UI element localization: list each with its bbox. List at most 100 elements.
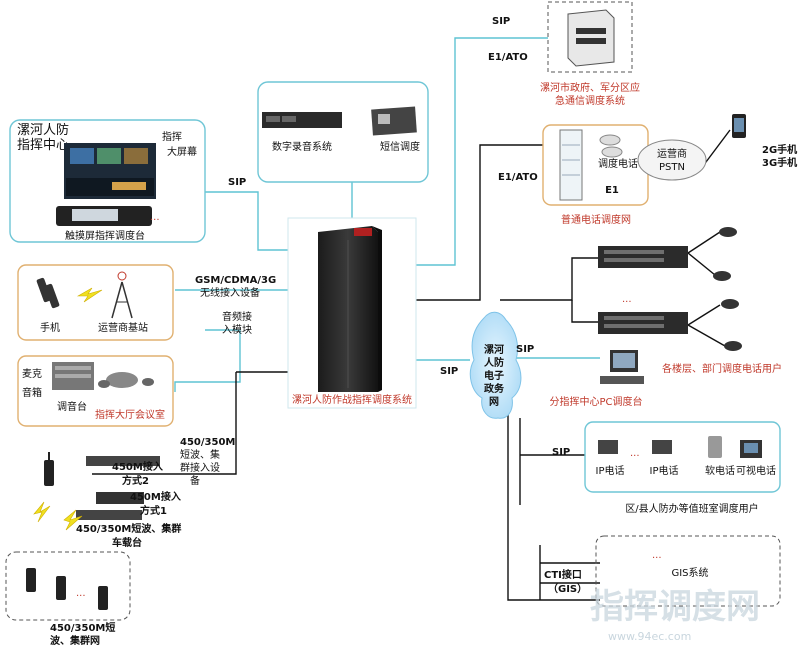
carrier-label-2: PSTN bbox=[659, 162, 685, 173]
base-station-icon bbox=[111, 271, 133, 319]
touch-console-icon bbox=[56, 206, 152, 226]
ip-phone-icon-2 bbox=[652, 440, 672, 454]
floor-phone-icons bbox=[713, 227, 742, 351]
sip-top-label: SIP bbox=[492, 16, 510, 27]
radio-unit-mode2 bbox=[86, 456, 160, 466]
video-phone-icon bbox=[740, 440, 762, 458]
sip-left-label: SIP bbox=[228, 177, 246, 188]
dispatch-phone-label: 调度电话 bbox=[598, 157, 638, 170]
soft-phone-label: 软电话 bbox=[705, 464, 735, 477]
video-phone-label: 可视电话 bbox=[736, 464, 776, 477]
switch-unit-top bbox=[598, 246, 688, 268]
cti-label-1: CTI接口 bbox=[544, 568, 582, 581]
big-screen-label-2: 大屏幕 bbox=[167, 145, 197, 158]
gsm-label-1: GSM/CDMA/3G bbox=[195, 275, 276, 286]
phone-label: 手机 bbox=[40, 321, 60, 334]
server-icon bbox=[567, 9, 615, 67]
egov-label-4: 政务 bbox=[484, 382, 505, 395]
handheld-radio-icon bbox=[44, 452, 54, 486]
e1ato-mid-label: E1/ATO bbox=[498, 172, 538, 183]
command-center-dots: ... bbox=[150, 212, 160, 223]
gis-box bbox=[595, 535, 781, 607]
command-center-title-1: 漯河人防 bbox=[17, 122, 69, 138]
egov-label-3: 电子 bbox=[484, 369, 504, 382]
pstn-e1-label: E1 bbox=[605, 185, 619, 196]
radio-access-label-4: 备 bbox=[190, 474, 200, 487]
recorder-sms-box bbox=[257, 81, 429, 183]
speaker-label: 音箱 bbox=[22, 386, 42, 399]
radio-access-label-2: 短波、集 bbox=[180, 448, 220, 461]
smartphone-icon bbox=[732, 114, 746, 138]
gov-system-box bbox=[547, 1, 633, 73]
radio-access-label-1: 450/350M bbox=[180, 437, 235, 448]
pstn-network-label: 普通电话调度网 bbox=[561, 213, 631, 226]
lightning-icon bbox=[76, 287, 103, 303]
desk-phone-icon bbox=[599, 134, 623, 158]
soft-phone-icon bbox=[708, 436, 722, 458]
mic-label: 麦克 bbox=[22, 368, 42, 380]
pc-dispatch-label: 分指挥中心PC调度台 bbox=[549, 395, 642, 408]
watermark-url: www.94ec.com bbox=[608, 630, 691, 643]
floor-users-label: 各楼层、部门调度电话用户 bbox=[662, 362, 782, 375]
audio-label-2: 入模块 bbox=[222, 324, 252, 336]
big-screen-label-1: 指挥 bbox=[162, 130, 182, 143]
sip-center-label: SIP bbox=[440, 366, 458, 377]
county-dots: ... bbox=[630, 448, 640, 459]
switch-unit-bottom bbox=[598, 312, 688, 334]
mode1-label-1: 450M接入 bbox=[130, 490, 181, 503]
gis-dots: ... bbox=[652, 550, 662, 561]
sip-gov-label: SIP bbox=[516, 344, 534, 355]
car-radio-label-2: 车载台 bbox=[112, 536, 142, 549]
switch-dots: ... bbox=[622, 294, 632, 305]
county-users-label: 区/县人防办等值班室调度用户 bbox=[625, 502, 758, 515]
radio-group-dots: ... bbox=[76, 588, 86, 599]
mode2-label-2: 方式2 bbox=[122, 474, 149, 487]
sip-right-label: SIP bbox=[552, 447, 570, 458]
car-radio-label-1: 450/350M短波、集群 bbox=[76, 522, 181, 535]
central-rack bbox=[287, 217, 417, 409]
trunk-network-label-2: 波、集群网 bbox=[50, 634, 100, 647]
meeting-room-label: 指挥大厅会议室 bbox=[95, 408, 165, 421]
mobile-phone-icon bbox=[36, 277, 60, 309]
ip-phone-icon-1 bbox=[598, 440, 618, 454]
mode1-label-2: 方式1 bbox=[140, 504, 167, 517]
recorder-icon bbox=[262, 112, 342, 128]
egov-label-5: 网 bbox=[489, 396, 499, 408]
gis-label: GIS系统 bbox=[671, 566, 708, 579]
ip-phone-label-2: IP电话 bbox=[650, 464, 679, 477]
mixer-label: 调音台 bbox=[57, 400, 87, 413]
watermark-title: 指挥调度网 bbox=[590, 587, 760, 627]
car-radio-icon bbox=[76, 492, 144, 520]
central-system-label: 漯河人防作战指挥调度系统 bbox=[292, 393, 412, 406]
egov-label-1: 漯河 bbox=[484, 343, 504, 356]
wireless-box bbox=[17, 264, 174, 341]
station-label: 运营商基站 bbox=[98, 321, 148, 334]
radio-access-label-3: 群接入设 bbox=[180, 461, 220, 474]
gsm-label-2: 无线接入设备 bbox=[200, 286, 260, 299]
control-room-photo bbox=[64, 143, 156, 199]
ip-phone-label-1: IP电话 bbox=[596, 464, 625, 477]
e1ato-top-label: E1/ATO bbox=[488, 52, 528, 63]
touch-console-label: 触摸屏指挥调度台 bbox=[65, 229, 145, 242]
mobile-3g-label: 3G手机 bbox=[762, 156, 797, 169]
radio-lightning-icons bbox=[33, 501, 83, 531]
cti-label-2: （GIS） bbox=[548, 582, 587, 595]
audio-label-1: 音频接 bbox=[222, 310, 252, 323]
mixer-icon bbox=[52, 362, 94, 390]
pc-icon bbox=[600, 350, 644, 384]
sms-card-icon bbox=[371, 106, 417, 136]
gov-label-2: 急通信调度系统 bbox=[555, 94, 625, 107]
exchange-rack-icon bbox=[559, 129, 583, 201]
egov-label-2: 人防 bbox=[484, 356, 504, 369]
mode2-label-1: 450M接入 bbox=[112, 460, 163, 473]
egov-cloud bbox=[469, 311, 522, 419]
recorder-label: 数字录音系统 bbox=[272, 140, 332, 153]
trunk-network-label-1: 450/350M短 bbox=[50, 621, 115, 634]
carrier-cloud bbox=[637, 139, 707, 181]
command-center-title-2: 指挥中心 bbox=[17, 138, 69, 153]
trunk-network-box bbox=[5, 551, 131, 621]
sms-label: 短信调度 bbox=[380, 140, 420, 153]
handheld-radio-group bbox=[26, 568, 108, 610]
county-users-box bbox=[584, 421, 781, 493]
